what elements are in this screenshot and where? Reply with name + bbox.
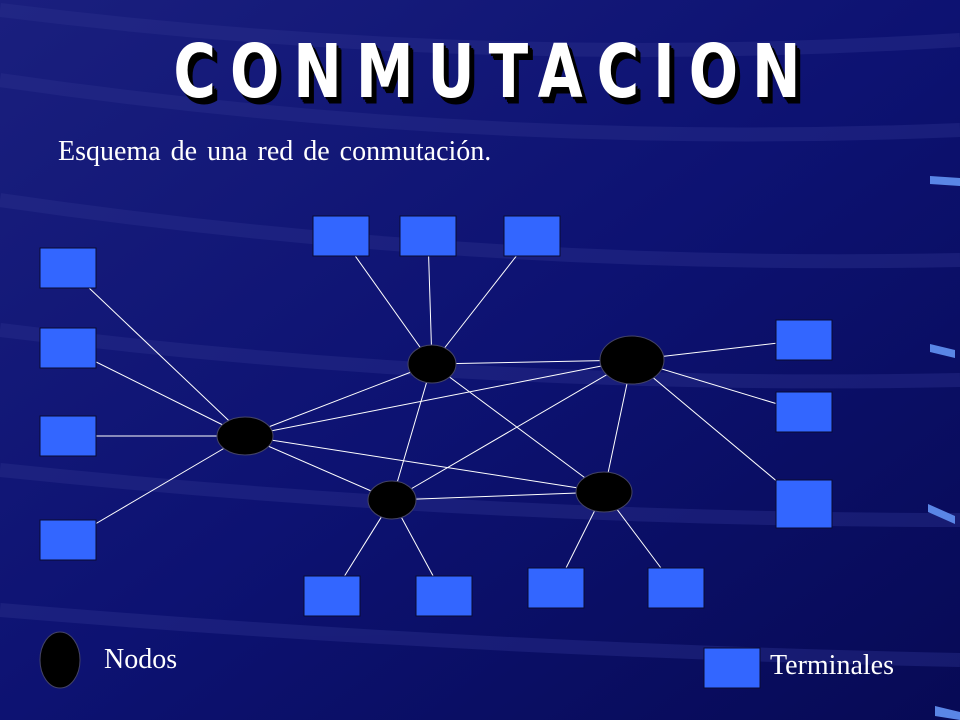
legend-terminals-label: Terminales (770, 650, 894, 681)
link (67, 435, 246, 541)
node (575, 471, 633, 513)
link (431, 363, 605, 493)
terminal (39, 519, 97, 561)
link (427, 235, 433, 365)
link (67, 267, 246, 437)
link (340, 235, 433, 365)
terminals (39, 215, 833, 617)
legend-node-symbol (39, 631, 81, 689)
link (391, 359, 633, 501)
link (391, 363, 433, 501)
legend (39, 631, 761, 689)
terminal (399, 215, 457, 257)
terminal (503, 215, 561, 257)
legend-nodes-label: Nodos (104, 644, 178, 675)
link (431, 235, 533, 365)
terminal (39, 247, 97, 289)
node (367, 480, 417, 520)
terminal (39, 415, 97, 457)
node (407, 344, 457, 384)
legend-terminal-symbol (703, 647, 761, 689)
terminal (775, 391, 833, 433)
right-edge-accents (928, 176, 960, 720)
terminal (647, 567, 705, 609)
link (67, 347, 246, 437)
links (67, 235, 805, 597)
terminal (527, 567, 585, 609)
link (244, 359, 633, 437)
slide-title: CONMUTACION (173, 28, 815, 116)
slide-subtitle: Esquema de una red de conmutación. (58, 136, 492, 167)
terminal (312, 215, 370, 257)
link (244, 363, 433, 437)
link (244, 435, 605, 493)
terminal (39, 327, 97, 369)
nodes (216, 335, 665, 520)
node (599, 335, 665, 385)
link (391, 491, 605, 501)
terminal (415, 575, 473, 617)
link (244, 435, 393, 501)
terminal (303, 575, 361, 617)
link (431, 359, 633, 365)
terminal (775, 319, 833, 361)
link (631, 359, 805, 505)
node (216, 416, 274, 456)
terminal (775, 479, 833, 529)
